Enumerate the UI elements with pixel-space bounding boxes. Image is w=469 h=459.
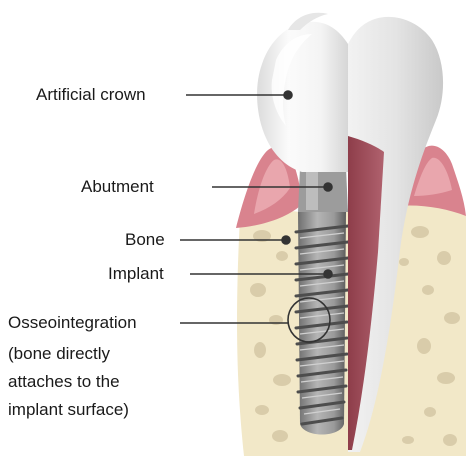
abutment-label: Abutment [81,176,154,198]
crown-leader-dot [284,91,292,99]
bone-label: Bone [125,229,165,251]
osseointegration-desc-line2: attaches to the [8,371,120,393]
osseointegration-desc-line1: (bone directly [8,343,110,365]
abutment [298,168,348,212]
artificial-crown-label: Artificial crown [36,84,146,106]
abutment-leader-dot [324,183,332,191]
osseointegration-desc-line3: implant surface) [8,399,129,421]
implant-label: Implant [108,263,164,285]
osseointegration-label: Osseointegration [8,312,137,334]
implant-leader-dot [324,270,332,278]
bone-leader-dot [282,236,290,244]
